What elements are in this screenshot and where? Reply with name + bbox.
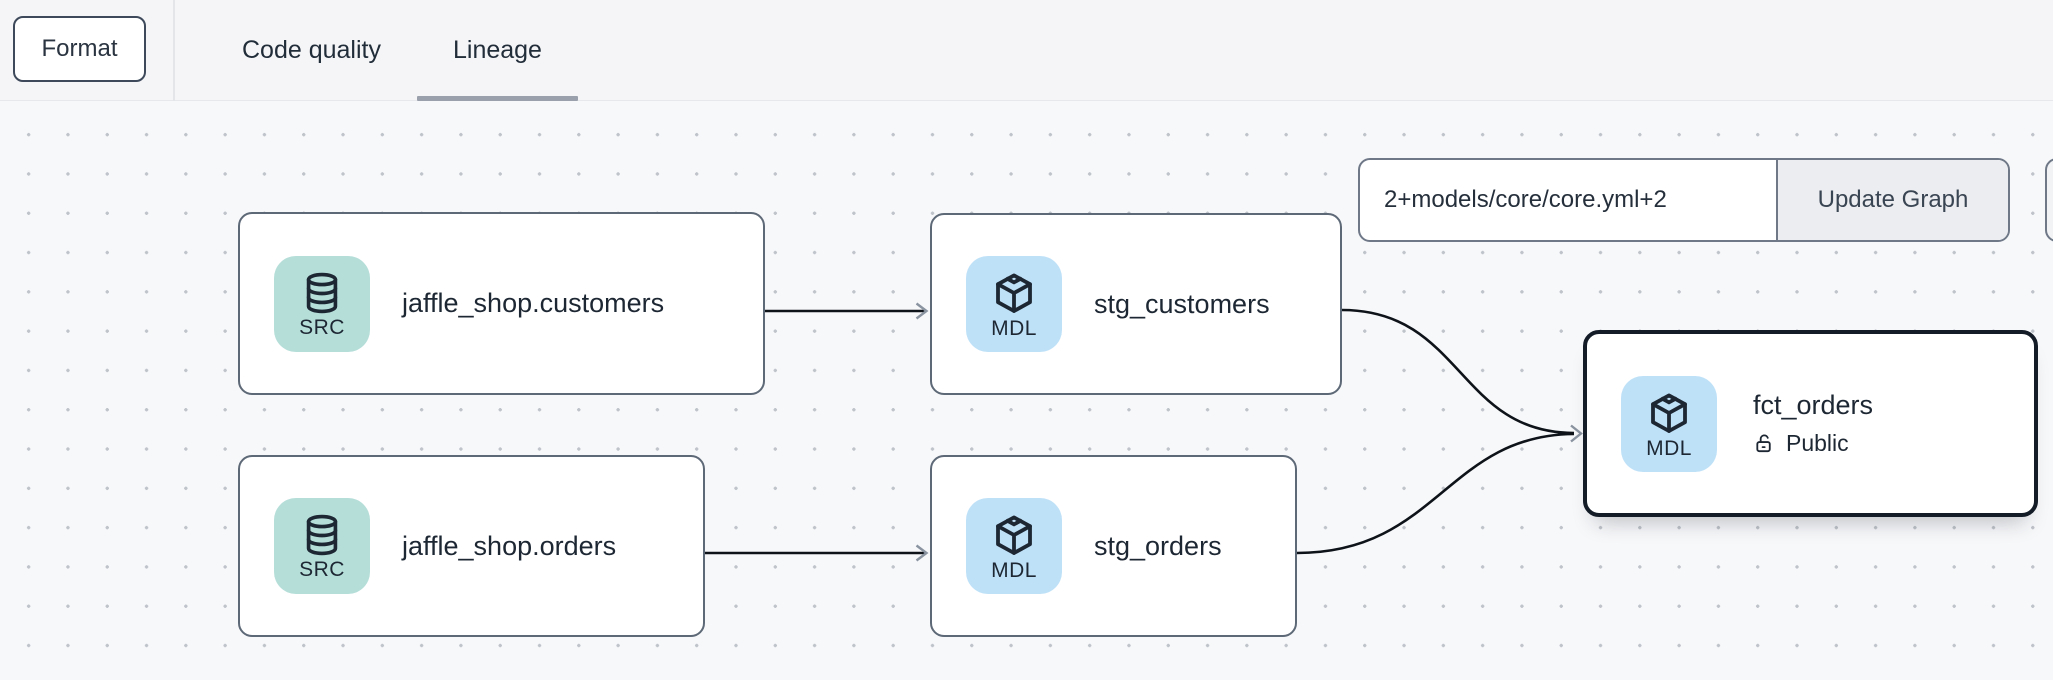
node-label: jaffle_shop.customers (402, 288, 665, 318)
node-label: jaffle_shop.orders (402, 530, 617, 561)
node-stg-orders[interactable]: MDL stg_orders (930, 455, 1297, 637)
node-type-label: MDL (991, 559, 1037, 582)
access-label: Public (1786, 430, 1849, 456)
tab-label: Code quality (242, 36, 381, 64)
model-badge: MDL (966, 498, 1062, 594)
database-icon (306, 272, 338, 313)
node-fct-orders[interactable]: MDL fct_orders Public (1583, 330, 2038, 517)
node-type-label: MDL (991, 317, 1037, 340)
node-jaffle-shop-orders[interactable]: SRC jaffle_shop.orders (238, 455, 705, 637)
node-stg-customers[interactable]: MDL stg_customers (930, 213, 1342, 395)
node-label: stg_orders (1094, 530, 1222, 561)
database-icon (306, 514, 338, 556)
tab-label: Lineage (452, 36, 542, 64)
source-badge: SRC (274, 498, 370, 594)
lock-open-icon (1756, 434, 1771, 453)
cube-icon (1651, 393, 1687, 433)
cube-icon (996, 515, 1032, 555)
node-label: fct_orders (1753, 390, 1874, 420)
node-access: Public (1753, 430, 1873, 457)
tab-code-quality[interactable]: Code quality (206, 0, 417, 101)
node-type-label: SRC (299, 315, 345, 339)
model-badge: MDL (1621, 375, 1717, 472)
cube-icon (996, 273, 1032, 313)
selector-input[interactable] (1360, 160, 1776, 240)
node-type-label: SRC (299, 558, 345, 581)
update-graph-button[interactable]: Update Graph (1776, 160, 2008, 240)
active-tab-underline (416, 96, 578, 101)
node-type-label: MDL (1646, 436, 1692, 460)
node-label: stg_customers (1094, 288, 1270, 319)
source-badge: SRC (274, 255, 370, 352)
canvas-toolbar-button[interactable] (2045, 158, 2053, 242)
format-button[interactable]: Format (13, 16, 146, 82)
editor-tab-bar: Format Code quality Lineage (0, 0, 2053, 101)
tab-lineage[interactable]: Lineage (416, 0, 578, 101)
model-badge: MDL (966, 256, 1062, 352)
node-jaffle-shop-customers[interactable]: SRC jaffle_shop.customers (238, 212, 765, 395)
tabs: Code quality Lineage (206, 0, 578, 101)
lineage-selector: Update Graph (1358, 158, 2010, 242)
header-divider (173, 0, 175, 101)
